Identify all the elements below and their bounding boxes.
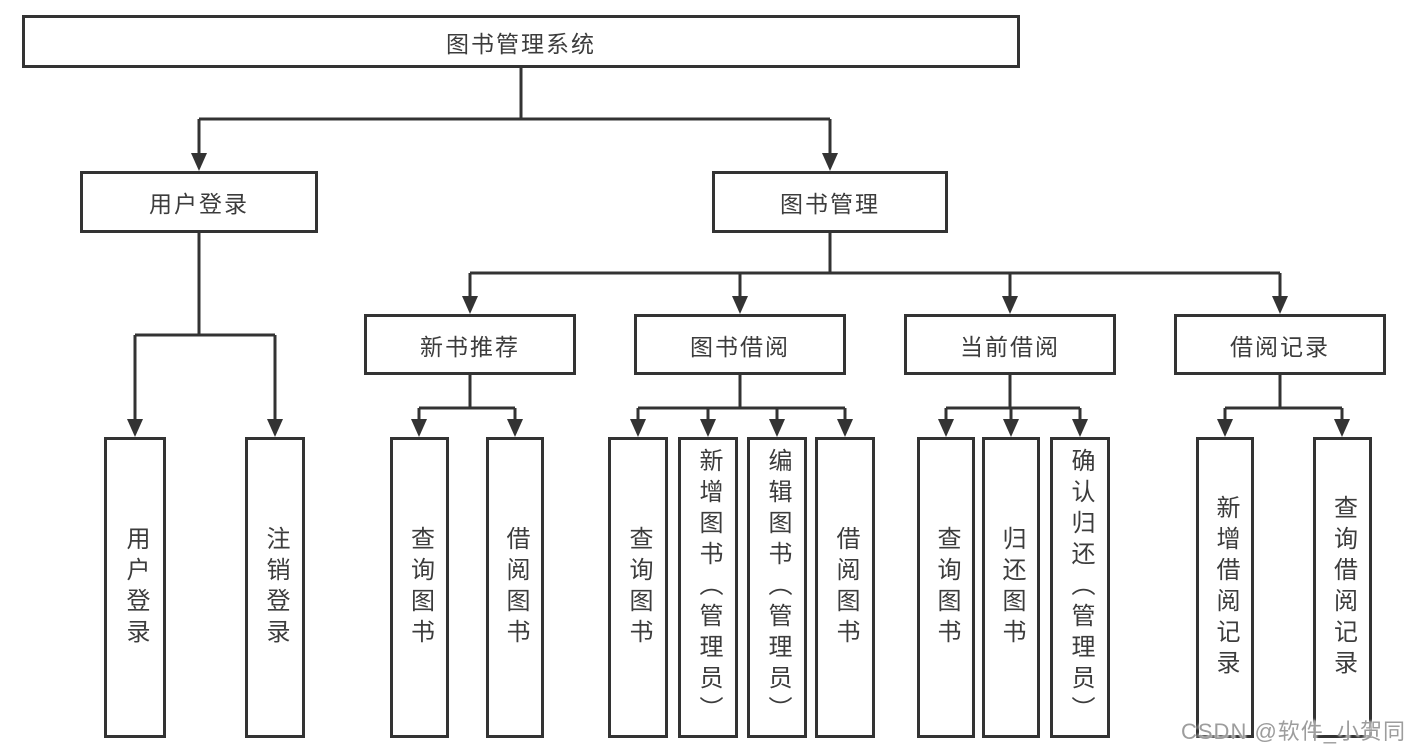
node-label: 归还图书 [998, 525, 1025, 650]
node-label: 查询借阅记录 [1329, 494, 1357, 681]
arrow-down-icon [938, 419, 954, 437]
node-label: 用户登录 [149, 191, 249, 217]
csdn-watermark: CSDN @软件_小贺同学 [1181, 719, 1405, 744]
leaf-edit-books-admin: 编辑图书（管理员） [747, 437, 807, 738]
arrow-down-icon [700, 419, 716, 437]
leaf-add-borrow-record: 新增借阅记录 [1196, 437, 1254, 738]
node-library-system: 图书管理系统 [22, 15, 1020, 68]
arrow-down-icon [630, 419, 646, 437]
node-label: 借阅图书 [502, 525, 529, 650]
node-label: 图书管理系统 [446, 30, 596, 57]
arrow-down-icon [127, 419, 143, 437]
node-label: 查询图书 [625, 525, 652, 650]
leaf-borrow-books: 借阅图书 [815, 437, 875, 738]
node-book-management: 图书管理 [712, 171, 948, 233]
node-book-borrowing: 图书借阅 [634, 314, 846, 375]
node-borrowing-records: 借阅记录 [1174, 314, 1386, 375]
node-label: 注销登录 [262, 525, 289, 650]
leaf-borrow-books-recommend: 借阅图书 [486, 437, 544, 738]
arrow-down-icon [1217, 419, 1233, 437]
node-label: 新增借阅记录 [1212, 494, 1239, 681]
arrow-down-icon [769, 419, 785, 437]
node-current-borrowing: 当前借阅 [904, 314, 1116, 375]
leaf-query-books-recommend: 查询图书 [390, 437, 449, 738]
arrow-down-icon [1002, 296, 1018, 314]
node-label: 用户登录 [122, 525, 149, 650]
node-label: 查询图书 [406, 525, 434, 650]
arrow-down-icon [191, 153, 207, 171]
node-label: 确认归还（管理员） [1067, 448, 1094, 727]
node-label: 图书借阅 [690, 333, 790, 360]
arrow-down-icon [1272, 296, 1288, 314]
leaf-logout-login: 注销登录 [245, 437, 305, 738]
arrow-down-icon [822, 153, 838, 171]
node-label: 当前借阅 [960, 333, 1060, 360]
node-label: 新书推荐 [420, 333, 520, 360]
node-label: 编辑图书（管理员） [764, 448, 791, 727]
leaf-query-borrow-record: 查询借阅记录 [1313, 437, 1372, 738]
node-label: 图书管理 [780, 191, 880, 217]
leaf-query-books-current: 查询图书 [917, 437, 975, 738]
arrow-down-icon [462, 296, 478, 314]
connector-path [133, 68, 1344, 424]
arrow-down-icon [411, 419, 427, 437]
arrow-down-icon [1003, 419, 1019, 437]
leaf-confirm-return-admin: 确认归还（管理员） [1050, 437, 1110, 738]
leaf-query-books-borrow: 查询图书 [608, 437, 668, 738]
node-label: 查询图书 [933, 525, 960, 650]
arrow-down-icon [1072, 419, 1088, 437]
arrow-down-icon [1334, 419, 1350, 437]
arrow-down-icon [837, 419, 853, 437]
arrow-down-icon [267, 419, 283, 437]
node-label: 借阅图书 [832, 525, 859, 650]
leaf-add-books-admin: 新增图书（管理员） [678, 437, 738, 738]
leaf-user-login: 用户登录 [104, 437, 166, 738]
node-label: 借阅记录 [1230, 333, 1330, 360]
node-new-book-recommendation: 新书推荐 [364, 314, 576, 375]
leaf-return-books: 归还图书 [982, 437, 1040, 738]
node-user-login: 用户登录 [80, 171, 318, 233]
arrow-down-icon [507, 419, 523, 437]
arrowheads [127, 153, 1350, 437]
node-label: 新增图书（管理员） [695, 448, 722, 727]
arrow-down-icon [732, 296, 748, 314]
